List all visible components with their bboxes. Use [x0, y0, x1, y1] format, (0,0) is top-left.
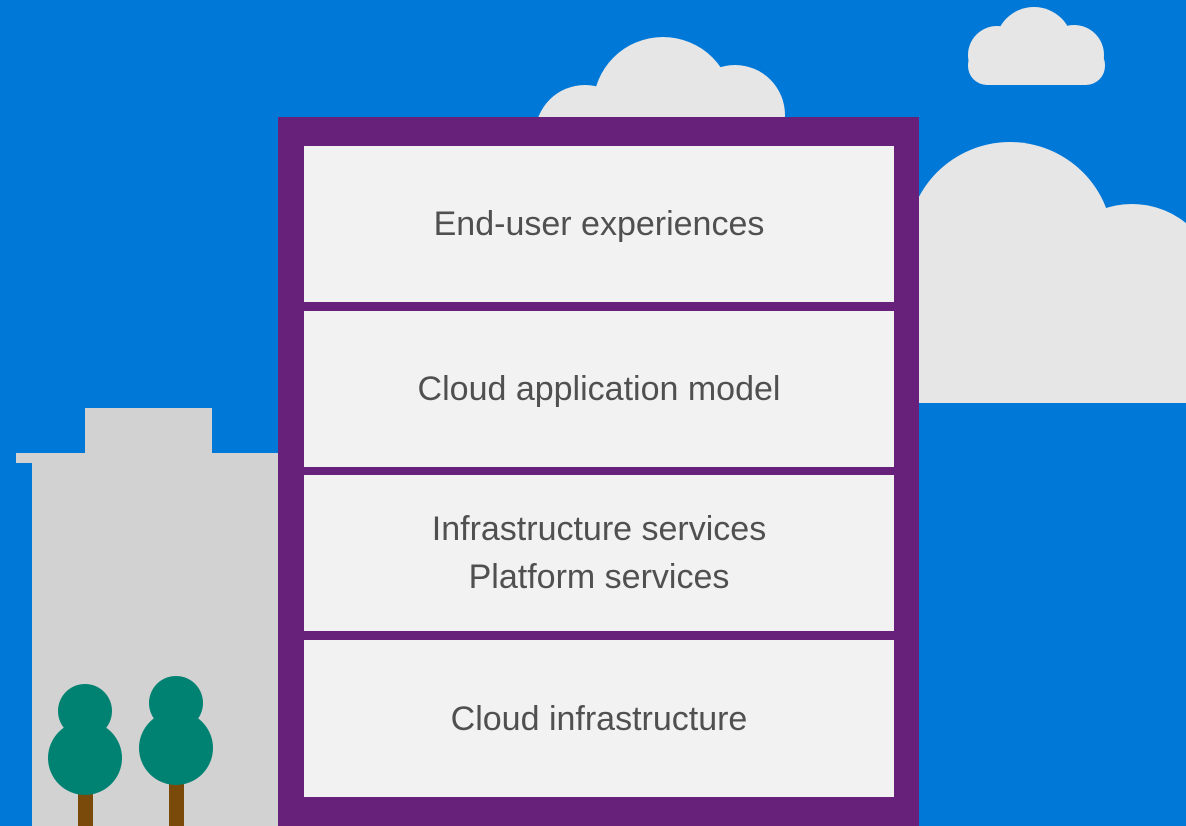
platform-stack: End-user experiences Cloud application m…: [278, 117, 919, 826]
large-cloud: [900, 142, 1186, 403]
tree-left: [48, 684, 122, 826]
layer-label: End-user experiences: [433, 205, 765, 243]
layer-label-line-2: Platform services: [468, 558, 730, 596]
layer-cloud-infrastructure: Cloud infrastructure: [304, 640, 894, 797]
layer-infrastructure-platform-services: Infrastructure services Platform service…: [304, 475, 894, 631]
layer-cloud-application-model: Cloud application model: [304, 311, 894, 467]
layer-label-line-1: Infrastructure services: [431, 510, 767, 548]
tree-right: [139, 676, 213, 826]
layer-end-user-experiences: End-user experiences: [304, 146, 894, 302]
layer-label: Cloud application model: [417, 370, 781, 408]
layer-label: Cloud infrastructure: [450, 699, 748, 738]
small-cloud: [968, 7, 1105, 85]
